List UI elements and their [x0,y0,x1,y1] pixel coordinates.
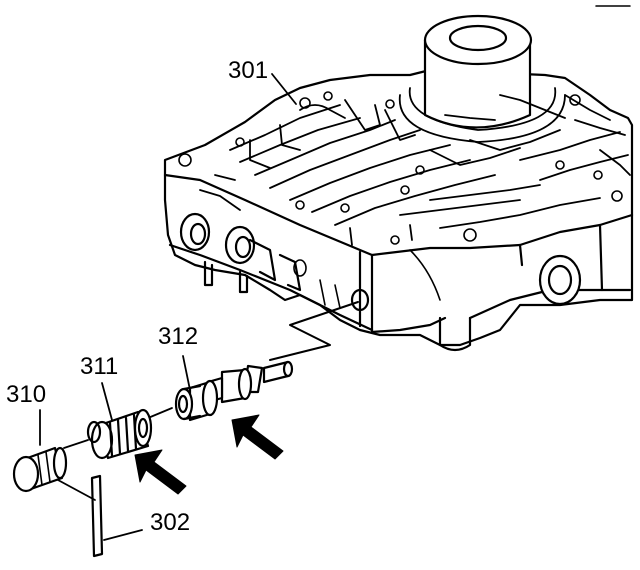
bore-plug-311 [86,407,173,460]
valve-body [163,14,634,352]
valve-body-channels [199,94,631,246]
bore-leader [269,301,359,361]
arrow-icon [231,414,284,460]
direction-arrows [134,414,284,495]
callout-310: 310 [6,381,46,408]
valve-body-side-boss [409,223,604,352]
callout-311: 311 [80,353,118,380]
valve-body-front-bores [179,212,370,312]
valve-body-bolt-holes [178,91,623,245]
pin-302 [57,474,104,558]
callout-301: 301 [228,57,268,84]
valve-312 [174,360,294,422]
plug-310 [12,439,89,493]
callout-312: 312 [158,323,198,350]
callout-302: 302 [150,509,190,536]
arrow-icon [134,449,187,495]
callout-leaders [39,73,297,541]
